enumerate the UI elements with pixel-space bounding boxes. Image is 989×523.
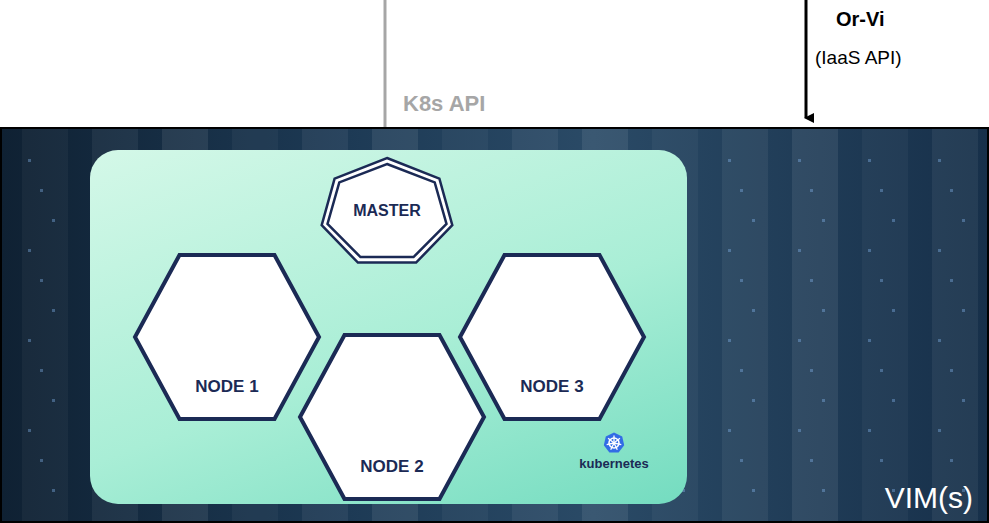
rack-light (728, 339, 731, 342)
rack-light (798, 249, 801, 252)
hexagon-outline (132, 252, 322, 422)
rack-light (740, 369, 743, 372)
rack-light (892, 309, 895, 312)
rack-light (880, 279, 883, 282)
rack-light (52, 309, 55, 312)
hexagon (300, 335, 484, 499)
kubernetes-cluster: kubernetes MASTER NODE 1 NODE 3 NODE 2 (90, 150, 687, 504)
rack-light (28, 249, 31, 252)
rack-light (752, 489, 755, 492)
rack-light (52, 399, 55, 402)
logo-spoke (608, 438, 614, 443)
node-label: NODE 2 (360, 457, 423, 477)
rack-light (752, 309, 755, 312)
worker-node-hexagon: NODE 2 (297, 332, 487, 502)
rack-light (752, 399, 755, 402)
inner-outline (328, 164, 447, 257)
rack-light (868, 249, 871, 252)
interface-label: Or-Vi (836, 8, 885, 31)
node-label: MASTER (353, 202, 421, 220)
rack-light (822, 219, 825, 222)
rack-light (962, 399, 965, 402)
node-label: NODE 1 (195, 377, 258, 397)
rack-light (822, 489, 825, 492)
master-heptagon: MASTER (317, 152, 457, 270)
rack-light (892, 219, 895, 222)
rack-light (938, 339, 941, 342)
rack-light (752, 219, 755, 222)
rack-light (938, 249, 941, 252)
kubernetes-label: kubernetes (579, 456, 648, 471)
rack-light (950, 459, 953, 462)
rack-light (740, 279, 743, 282)
rack-light (798, 429, 801, 432)
hexagon (135, 255, 319, 419)
worker-node-hexagon: NODE 1 (132, 252, 322, 422)
server-rack (722, 129, 768, 521)
rack-light (950, 279, 953, 282)
kubernetes-logo (603, 432, 625, 454)
rack-light (822, 309, 825, 312)
rack-light (40, 369, 43, 372)
rack-light (810, 369, 813, 372)
rack-light (810, 459, 813, 462)
rack-light (798, 339, 801, 342)
rack-light (740, 459, 743, 462)
logo-spoke (614, 443, 617, 450)
rack-light (868, 339, 871, 342)
rack-light (28, 339, 31, 342)
rack-light (892, 399, 895, 402)
server-rack (792, 129, 838, 521)
vim-panel: VIM(s) kubernetes MASTER NODE 1 NODE 3 NODE 2 (0, 127, 989, 523)
vim-label: VIM(s) (885, 481, 973, 515)
hexagon-outline (297, 332, 487, 502)
server-rack (22, 129, 68, 521)
hexagon-outline (457, 252, 647, 422)
rack-light (728, 159, 731, 162)
rack-light (40, 279, 43, 282)
rack-light (938, 159, 941, 162)
rack-light (868, 159, 871, 162)
rack-light (880, 189, 883, 192)
rack-light (52, 219, 55, 222)
rack-light (810, 279, 813, 282)
rack-light (728, 249, 731, 252)
rack-light (810, 189, 813, 192)
rack-light (950, 369, 953, 372)
logo-spoke (607, 443, 614, 445)
rack-light (798, 159, 801, 162)
rack-light (950, 189, 953, 192)
outer-outline (322, 158, 453, 263)
rack-light (962, 309, 965, 312)
rack-light (40, 459, 43, 462)
rack-light (962, 219, 965, 222)
server-rack (932, 129, 978, 521)
hexagon (460, 255, 644, 419)
server-rack (862, 129, 908, 521)
rack-light (28, 159, 31, 162)
api-label: K8s API (403, 91, 485, 117)
rack-light (28, 429, 31, 432)
rack-light (880, 459, 883, 462)
rack-light (740, 189, 743, 192)
node-label: NODE 3 (520, 377, 583, 397)
rack-light (822, 399, 825, 402)
rack-light (728, 429, 731, 432)
logo-shape (604, 433, 624, 453)
logo-spoke (614, 438, 620, 443)
rack-light (868, 429, 871, 432)
api-label: (IaaS API) (815, 47, 902, 69)
rack-light (938, 429, 941, 432)
rack-light (40, 189, 43, 192)
or-vi-arrow (805, 0, 808, 118)
rack-light (880, 369, 883, 372)
worker-node-hexagon: NODE 3 (457, 252, 647, 422)
rack-light (52, 489, 55, 492)
